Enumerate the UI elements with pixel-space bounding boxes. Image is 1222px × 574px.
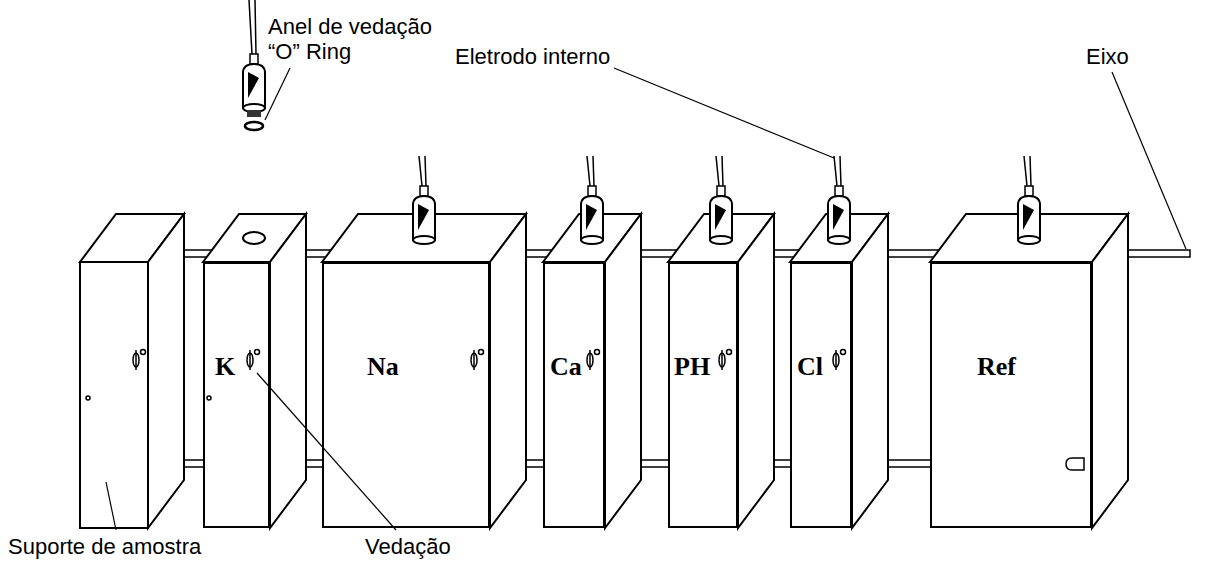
callout-label: Eixo [1086, 44, 1129, 69]
block-side [738, 214, 774, 528]
block-front-fill [543, 262, 605, 528]
seal-symbol [249, 350, 251, 370]
block-label: Ca [550, 352, 582, 382]
electrode-block: PH [668, 262, 738, 528]
cable [1024, 156, 1027, 186]
seal-symbol [141, 350, 146, 355]
shaft-hole [1066, 458, 1084, 470]
electrode-hole [243, 232, 265, 244]
block-label: Cl [797, 352, 823, 382]
callout-label: Eletrodo interno [455, 44, 610, 69]
internal-electrode [413, 186, 435, 244]
internal-electrode [710, 186, 732, 244]
block-front-fill [930, 262, 1092, 528]
leader-line [106, 482, 116, 530]
electrode-block: Ca [543, 262, 605, 528]
seal-symbol [835, 350, 837, 370]
cable [722, 156, 723, 186]
electrode-block: Ref [930, 262, 1092, 528]
block-label: K [215, 352, 235, 382]
cable [840, 156, 841, 186]
block-front-fill [203, 262, 270, 528]
k-electrode [243, 54, 265, 112]
sample-holder-front [80, 262, 148, 528]
block-side [270, 214, 306, 528]
cable [255, 0, 256, 54]
cable [249, 0, 252, 54]
leader-line [265, 68, 290, 120]
seal-symbol [479, 350, 484, 355]
block-front-fill [322, 262, 490, 528]
block-side [852, 214, 888, 528]
internal-electrode [1018, 186, 1040, 244]
block-side [605, 214, 641, 528]
o-ring [245, 122, 263, 130]
cable [587, 156, 590, 186]
callout-label: Suporte de amostra [8, 534, 201, 559]
leader-line [257, 373, 396, 530]
callout-label: Anel de vedação “O” Ring [268, 14, 443, 64]
block-side [1092, 214, 1128, 528]
electrode-thread [247, 110, 261, 117]
seal-symbol [595, 350, 600, 355]
cable [1030, 156, 1031, 186]
seal-symbol [727, 350, 732, 355]
leader-line [1112, 72, 1186, 249]
cable [593, 156, 594, 186]
internal-electrode [828, 186, 850, 244]
cable [716, 156, 719, 186]
block-front-fill [790, 262, 852, 528]
seal-symbol [721, 350, 723, 370]
callout-label: Vedação [365, 534, 451, 559]
electrode-block: K [203, 262, 270, 528]
block-side [148, 214, 184, 528]
block-label: Na [367, 352, 399, 382]
cable [425, 156, 426, 186]
seal-symbol [135, 350, 137, 370]
seal-symbol [841, 350, 846, 355]
seal-dot [86, 396, 90, 400]
electrode-block: Na [322, 262, 490, 528]
internal-electrode [581, 186, 603, 244]
seal-symbol [473, 350, 475, 370]
seal-symbol [589, 350, 591, 370]
leader-line [614, 68, 834, 158]
block-side [490, 214, 526, 528]
cable [834, 156, 837, 186]
block-label: Ref [977, 352, 1016, 382]
seal-dot [207, 396, 211, 400]
electrode-block: Cl [790, 262, 852, 528]
seal-symbol [255, 350, 260, 355]
block-front-fill [668, 262, 738, 528]
cable [419, 156, 422, 186]
block-label: PH [674, 352, 710, 382]
